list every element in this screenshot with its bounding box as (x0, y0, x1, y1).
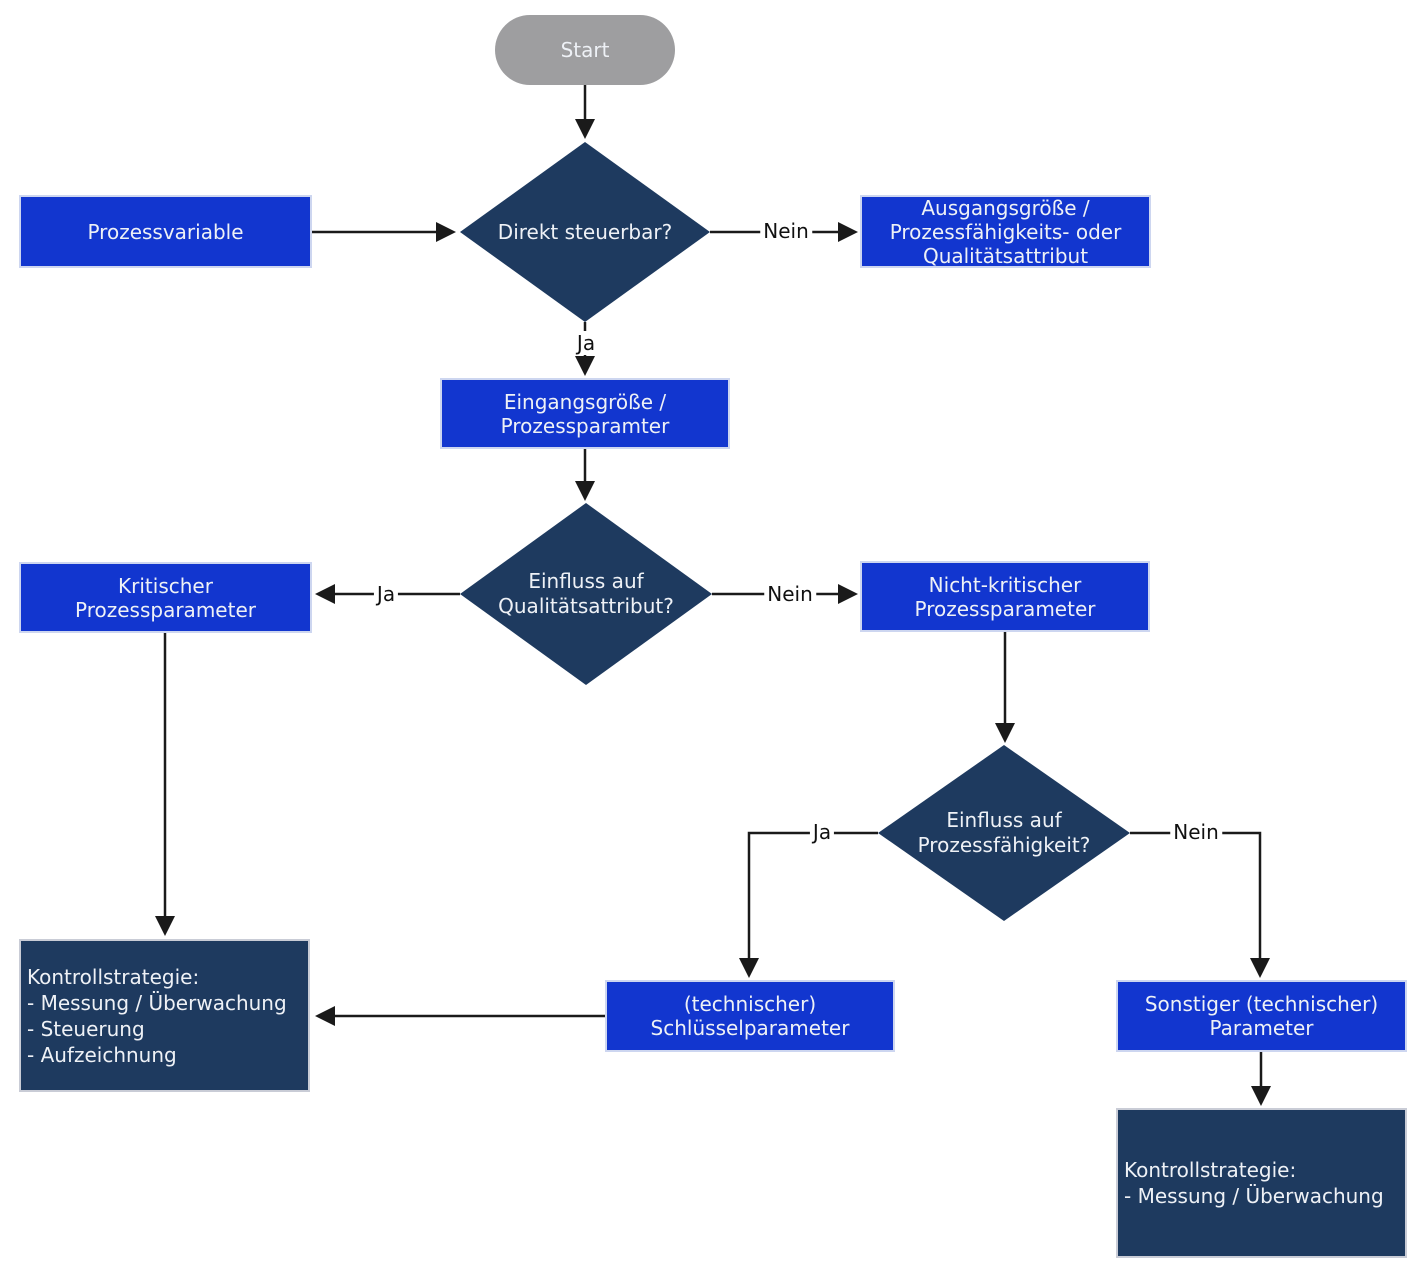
node-text-line: Parameter (1209, 1016, 1314, 1040)
edge-label-nein-direkt: Nein (760, 219, 812, 243)
node-text-line: - Steuerung (27, 1016, 145, 1041)
node-text-line: Prozessvariable (87, 219, 244, 244)
node-text-line: - Aufzeichnung (27, 1042, 177, 1067)
node-text-line: Kontrollstrategie: (1124, 1158, 1297, 1182)
edge-label-ja-prozessfaehigkeit: Ja (809, 820, 835, 844)
node-text-line: Nicht-kritischer (928, 572, 1082, 597)
process-box-kritischer: Kritischer Prozessparameter (19, 562, 312, 633)
decision-einfluss-qualitaet-shape (460, 503, 712, 685)
edge-label-nein-prozessfaehigkeit: Nein (1170, 820, 1222, 844)
process-box-prozessvariable: Prozessvariable (19, 195, 312, 268)
start-node: Start (495, 15, 675, 85)
edge-label-ja-direkt: Ja (573, 331, 599, 355)
node-text-line: Prozessparameter (914, 596, 1096, 621)
node-text-line: Kontrollstrategie: (27, 964, 200, 989)
edge-prozessfaehigkeit-ja-to-schluessel (739, 831, 878, 978)
decision-einfluss-prozessfaehigkeit-shape (878, 745, 1130, 921)
node-text-line: - Messung / Überwachung (1124, 1184, 1384, 1208)
result-box-kontrollstrategie-rechts: Kontrollstrategie: - Messung / Überwachu… (1116, 1108, 1407, 1258)
edge-label-ja-qualitaet: Ja (373, 582, 399, 606)
decision-direkt-steuerbar-shape (460, 142, 710, 322)
result-box-kontrollstrategie-links: Kontrollstrategie: - Messung / Überwachu… (19, 939, 310, 1092)
process-box-ausgangsgroesse: Ausgangsgröße / Prozessfähigkeits- oder … (860, 195, 1151, 268)
node-text-line: Sonstiger (technischer) (1144, 992, 1379, 1016)
node-text-line: - Messung / Überwachung (27, 990, 287, 1015)
node-text-line: Prozessparamter (500, 413, 670, 438)
node-text-line: Prozessfähigkeits- oder (889, 219, 1122, 244)
node-text-line: Qualitätsattribut (922, 243, 1089, 268)
process-box-nicht-kritischer: Nicht-kritischer Prozessparameter (860, 561, 1150, 632)
process-box-schluesselparameter: (technischer) Schlüsselparameter (605, 980, 895, 1052)
node-text-line: Ausgangsgröße / (921, 195, 1090, 220)
start-label: Start (560, 38, 610, 62)
node-text-line: Eingangsgröße / (503, 389, 667, 414)
node-text-line: (technischer) (683, 992, 817, 1016)
node-text-line: Schlüsselparameter (650, 1016, 850, 1040)
node-text-line: Prozessparameter (75, 597, 256, 622)
node-text-line: Kritischer (118, 573, 213, 598)
edge-prozessfaehigkeit-nein-to-sonstiger (1130, 831, 1270, 978)
process-box-eingangsgroesse: Eingangsgröße / Prozessparamter (440, 378, 730, 449)
edge-label-nein-qualitaet: Nein (764, 582, 816, 606)
process-box-sonstiger-parameter: Sonstiger (technischer) Parameter (1116, 980, 1407, 1052)
